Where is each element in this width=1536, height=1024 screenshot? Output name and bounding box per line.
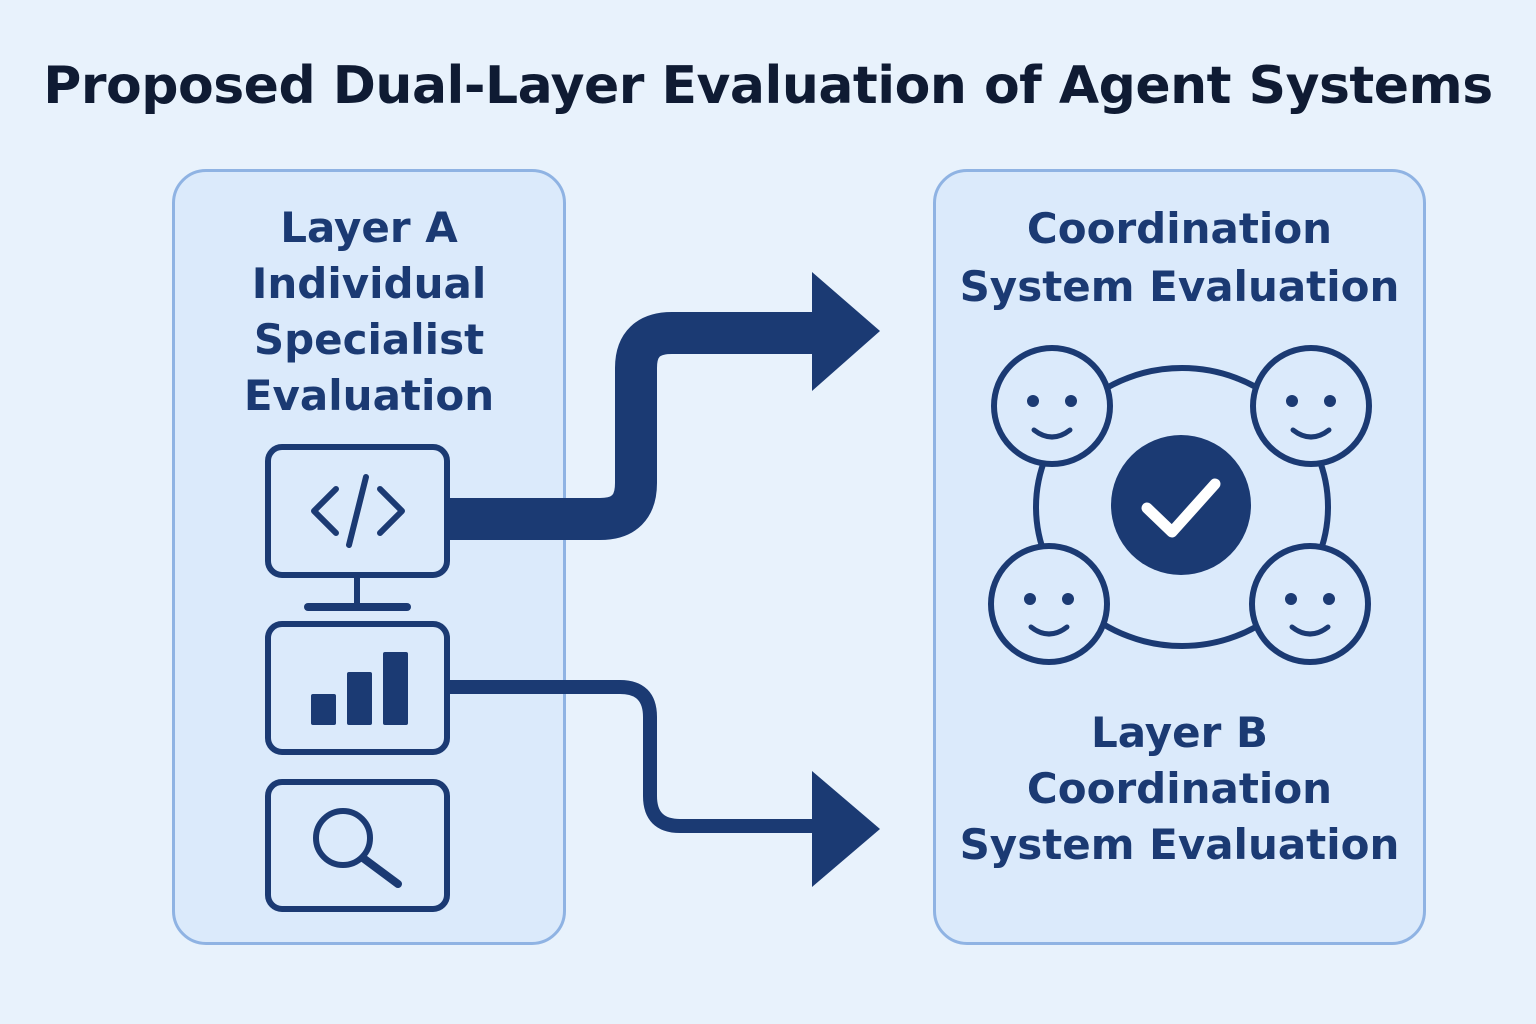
checkmark-circle-icon xyxy=(1111,435,1251,575)
smiley-face-icon xyxy=(991,345,1113,467)
code-monitor-icon xyxy=(265,444,450,611)
smiley-face-icon xyxy=(988,543,1110,665)
layer-b-subtitle-1: Coordination xyxy=(1026,764,1333,813)
page-title: Proposed Dual-Layer Evaluation of Agent … xyxy=(43,56,1493,116)
layer-a-label: Layer A xyxy=(280,203,458,252)
smiley-face-icon xyxy=(1250,345,1372,467)
layer-a-subtitle-1: Individual xyxy=(251,259,487,308)
layer-b-subtitle-2: System Evaluation xyxy=(959,820,1400,869)
lower-arrow xyxy=(448,680,880,887)
layer-a-subtitle-3: Evaluation xyxy=(243,371,495,420)
layer-b-label: Layer B xyxy=(1090,708,1269,757)
coordination-heading: Coordination System Evaluation xyxy=(933,200,1426,316)
coordination-network xyxy=(1033,365,1331,649)
layer-a-subtitle-2: Specialist xyxy=(253,315,485,364)
coordination-title-1: Coordination xyxy=(1026,204,1333,253)
search-icon xyxy=(265,779,450,912)
layer-a-heading: Layer A Individual Specialist Evaluation xyxy=(172,200,566,424)
bar-chart-icon xyxy=(265,621,450,755)
coordination-title-2: System Evaluation xyxy=(959,262,1400,311)
upper-arrow xyxy=(448,272,880,540)
smiley-face-icon xyxy=(1249,543,1371,665)
layer-b-heading: Layer B Coordination System Evaluation xyxy=(933,705,1426,873)
